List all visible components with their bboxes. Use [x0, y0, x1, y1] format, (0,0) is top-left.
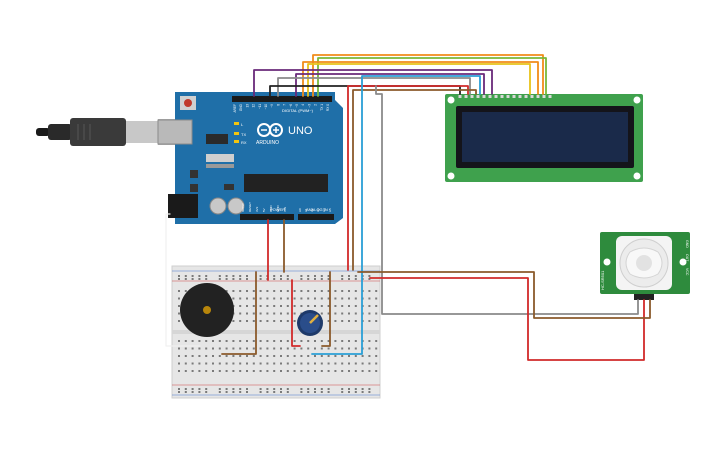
wire-brown-pir [357, 271, 651, 319]
power-pin-label: GND [276, 205, 280, 213]
lcd-pin [548, 95, 552, 98]
wire-yellow [307, 63, 531, 97]
digital-pin-label: 7 [283, 104, 287, 106]
pir-sensor: HC-SR501 GND OUT VCC [600, 232, 690, 300]
lcd-pin [488, 95, 492, 98]
power-pin-label: 3V3 [255, 206, 259, 212]
reset-button[interactable] [184, 99, 192, 107]
digital-pin-label: ~6 [289, 104, 293, 108]
digital-pin-label: ~10 [264, 104, 268, 110]
pir-model-label: HC-SR501 [600, 270, 605, 290]
power-pin-label: GND [269, 205, 273, 213]
analog-pin-label: A5 [328, 208, 332, 212]
analog-pin-label: A2 [310, 208, 314, 212]
wire-gray-pir [375, 85, 639, 315]
breadboard-holes [178, 275, 378, 393]
wire-orange [312, 54, 544, 97]
wire-white [165, 213, 201, 347]
digital-pin-label: AREF [233, 104, 237, 113]
digital-pin-label: TX 1 [320, 104, 324, 111]
wire-blue [311, 75, 481, 355]
arduino-logo [257, 123, 283, 137]
lcd-pin [470, 95, 474, 98]
lcd-display [445, 94, 643, 182]
analog-pin-label: A0 [298, 208, 302, 212]
wire-brown-lcd [352, 89, 477, 271]
board-model-label: UNO [288, 125, 313, 137]
digital-pin-label: ~11 [258, 104, 262, 109]
potentiometer[interactable] [292, 310, 332, 336]
wire-brown-buzzer [221, 271, 257, 355]
lcd-pin [476, 95, 480, 98]
pir-pin-label: VCC [685, 268, 689, 276]
digital-pin-label: 8 [276, 104, 280, 106]
pir-pin-label: OUT [685, 254, 689, 262]
power-pin-label: VIN [283, 207, 287, 212]
rx-led-label: RX [241, 140, 247, 145]
digital-pin-label: 4 [301, 104, 305, 106]
wire-red-pot [291, 279, 301, 347]
lcd-pin [482, 95, 486, 98]
digital-pin-label: 13 [245, 104, 249, 108]
lcd-pin [512, 95, 516, 98]
pir-pin-labels: GND OUT VCC [685, 240, 689, 276]
lcd-pin [530, 95, 534, 98]
arduino-uno: UNO ARDUINO DIGITAL (PWM~) POWER ANALOG … [157, 92, 343, 224]
tx-led-label: TX [241, 132, 246, 137]
power-pin-label: 5V [262, 208, 266, 212]
power-header [240, 214, 294, 220]
lcd-pin [518, 95, 522, 98]
board-brand-label: ARDUINO [256, 140, 279, 146]
wires [165, 54, 651, 361]
power-label: POWER [270, 207, 285, 212]
digital-pin-label: GND [239, 103, 243, 111]
digital-pin-label: RX 0 [326, 104, 330, 111]
wire-gray [277, 77, 471, 97]
piezo-buzzer [180, 283, 234, 337]
lcd-pin [458, 95, 462, 98]
analog-pin-label: A1 [304, 208, 308, 212]
lcd-pin [500, 95, 504, 98]
lcd-screen [462, 112, 628, 162]
power-pin-label: IOREF [241, 203, 245, 212]
digital-pin-label: 2 [314, 104, 318, 106]
digital-pin-label: ~9 [270, 104, 274, 108]
lcd-pin [542, 95, 546, 98]
lcd-pin [536, 95, 540, 98]
lcd-pin [494, 95, 498, 98]
lcd-pin [506, 95, 510, 98]
lcd-pin [524, 95, 528, 98]
digital-header [232, 96, 332, 102]
wire-orange-2 [302, 61, 539, 97]
digital-pwm-label: DIGITAL (PWM~) [282, 108, 314, 113]
pir-pin-label: GND [685, 240, 689, 248]
atmega-chip [244, 174, 328, 192]
power-pin-label: RESET [248, 202, 252, 212]
wire-brown-pot [321, 271, 331, 347]
lcd-pin [464, 95, 468, 98]
digital-pin-label: ~3 [307, 104, 311, 108]
wire-purple [253, 69, 493, 97]
lcd-pin-header [458, 95, 552, 98]
digital-pin-label: ~5 [295, 104, 299, 108]
l-led-label: L [241, 122, 244, 127]
analog-pin-label: A3 [316, 208, 320, 212]
wire-red-pir [369, 277, 645, 361]
analog-in-label: ANALOG IN [306, 207, 328, 212]
analog-header [298, 214, 334, 220]
wire-purple-2 [295, 73, 485, 97]
wire-green [317, 57, 547, 97]
digital-pin-label: 12 [252, 104, 256, 108]
analog-pin-label: A4 [322, 208, 326, 212]
